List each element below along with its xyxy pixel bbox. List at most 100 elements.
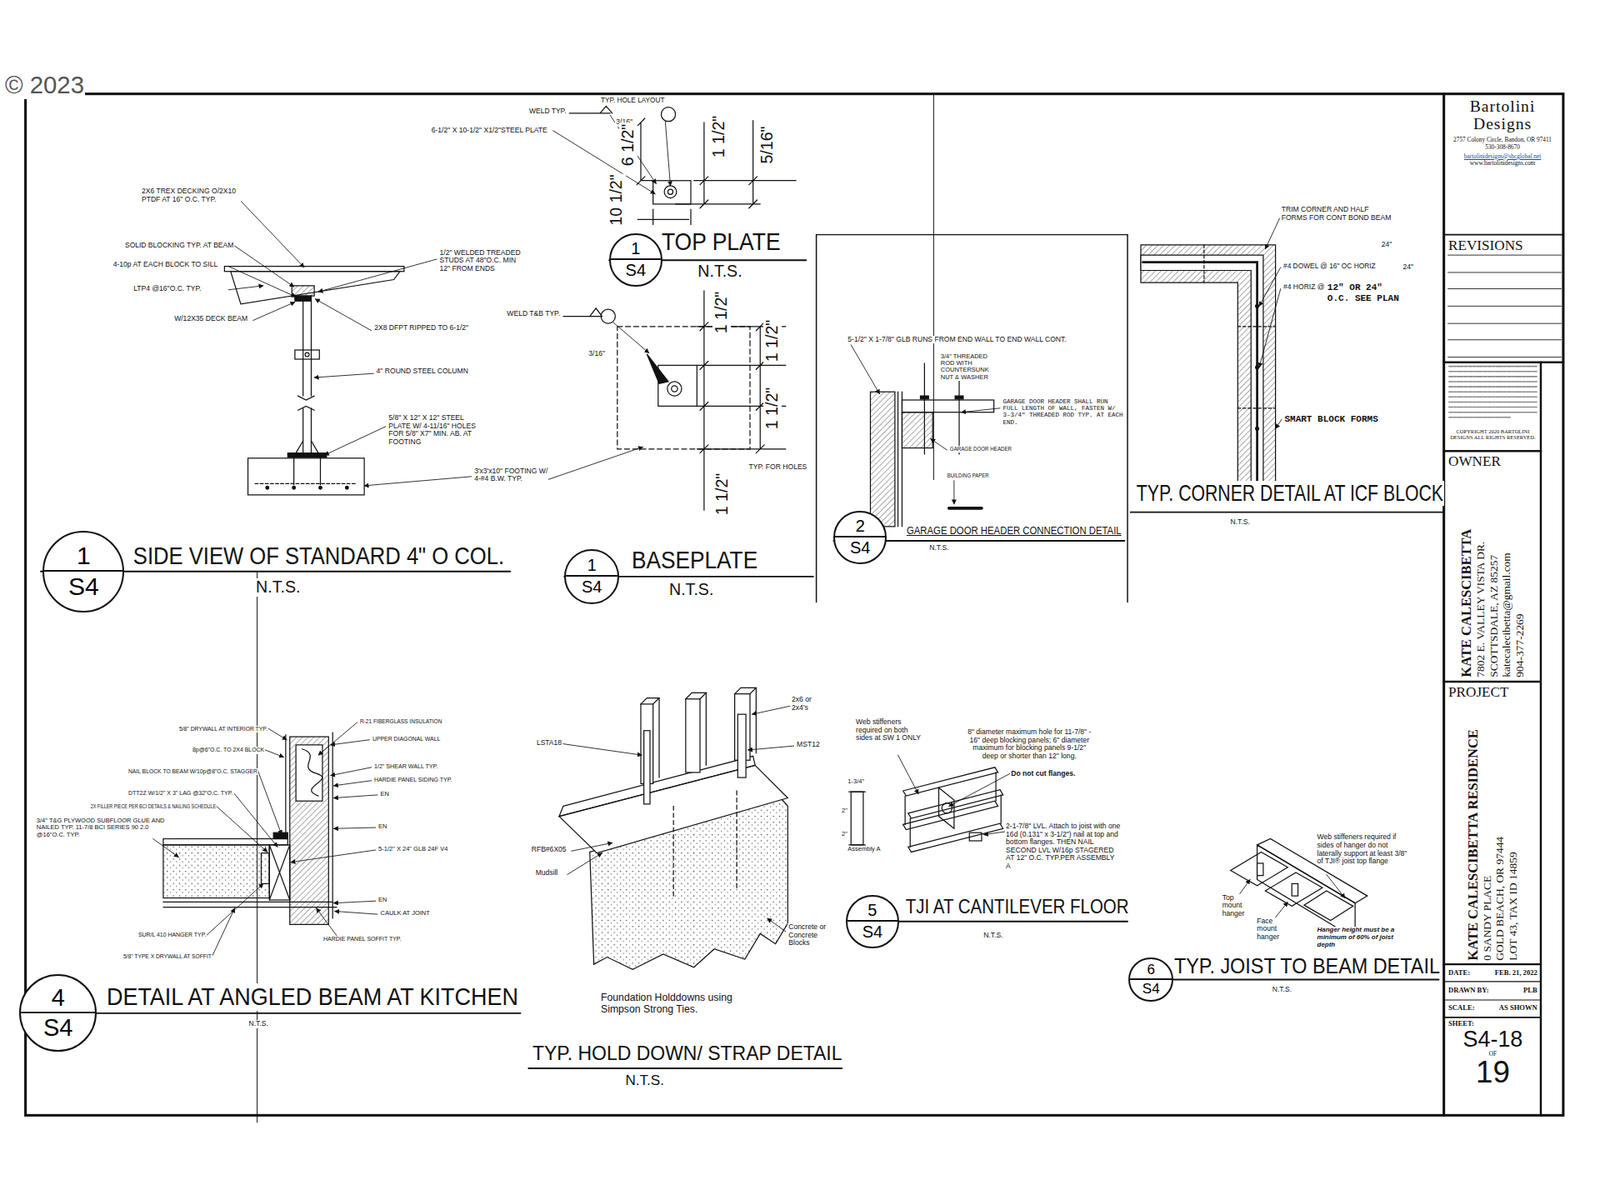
sheet-border — [1444, 360, 1564, 363]
callout-note: EN — [380, 790, 390, 798]
leader-line — [567, 853, 603, 875]
detail-number: 1 — [565, 550, 618, 577]
callout-note: TRIM CORNER AND HALF FORMS FOR CONT BOND… — [1280, 205, 1397, 222]
detail-divider — [20, 94, 1444, 1123]
leader-line — [548, 446, 644, 480]
leader-line — [205, 883, 264, 935]
box-text: S4-18 — [1448, 1028, 1538, 1051]
detail-title: TJI AT CANTILEVER FLOOR — [905, 895, 1130, 918]
leader-line — [333, 827, 375, 829]
watermark: © 2023 — [4, 71, 85, 100]
baseplate-detail — [646, 354, 669, 385]
angled-beam-detail — [332, 732, 334, 919]
angled-beam-detail — [273, 832, 288, 839]
callout-note: 8" diameter maximum hole for 11-7/8" - 1… — [963, 728, 1096, 760]
callout-note: W/12X35 DECK BEAM — [173, 315, 249, 324]
icf-corner-detail — [1204, 245, 1276, 409]
leader-line — [265, 750, 284, 758]
leader-line — [314, 373, 374, 378]
leader-line — [553, 130, 655, 195]
leader-line — [253, 301, 295, 320]
callout-note: 3/4" T&G PLYWOOD SUBFLOOR GLUE AND NAILE… — [35, 817, 175, 839]
column-detail — [295, 295, 312, 301]
dimension-text: 1 1/2" — [712, 290, 731, 335]
callout-note: 5-1/2" X 1-7/8" GLB RUNS FROM END WALL T… — [846, 335, 1067, 345]
detail-callout: 5S4 — [845, 895, 900, 949]
leader-line — [333, 780, 371, 786]
callout-note: Mudsill — [535, 869, 560, 878]
joist-hanger-detail — [1265, 872, 1323, 906]
detail-divider — [20, 260, 1444, 1069]
detail-callout: 4S4 — [19, 974, 97, 1052]
sheet-border — [1442, 94, 1445, 1116]
baseplate-detail — [696, 290, 786, 510]
callout-note: SMART BLOCK FORMS — [1283, 414, 1379, 425]
leader-line — [268, 728, 287, 740]
garage-header-detail — [949, 506, 982, 510]
copyright-note: COPYRIGHT 2020 BARTOLINI DESIGNS ALL RIG… — [1445, 427, 1540, 450]
leader-line — [153, 839, 180, 858]
leader-line — [1275, 901, 1289, 917]
fine-print-lines — [1449, 366, 1537, 418]
callout-note: GARAGE DOOR HEADER — [949, 445, 1013, 453]
leader-line — [316, 908, 337, 936]
detail-number: 6 — [1130, 959, 1172, 980]
box-text: 19 — [1448, 1057, 1538, 1089]
column-detail — [255, 483, 357, 485]
callout-note: Foundation Holddowns using Simpson Stron… — [600, 992, 755, 1015]
leader-line — [318, 259, 437, 292]
callout-note: 8p@6"O.C. TO 2X4 BLOCK — [191, 746, 265, 754]
angled-beam-detail — [301, 749, 322, 796]
callout-note: TYP. FOR HOLES — [748, 463, 809, 472]
sheet-border — [1444, 963, 1541, 965]
leader-line — [235, 245, 295, 287]
callout-note: Assembly A — [846, 845, 881, 853]
leader-line — [335, 910, 378, 915]
top-plate-detail — [653, 180, 691, 205]
dimension-text: 1 1/2" — [763, 386, 782, 431]
sheet-reference: S4 — [835, 537, 885, 563]
baseplate-detail — [658, 365, 698, 406]
column-detail — [224, 266, 405, 495]
dimension-text: 1 1/2" — [763, 319, 782, 364]
detail-callout: 1S4 — [609, 233, 663, 287]
detail-number: 2 — [835, 512, 885, 538]
icf-corner-detail — [1255, 365, 1260, 370]
detail-title: TYP. JOIST TO BEAM DETAIL — [1173, 954, 1441, 979]
angled-beam-detail — [163, 901, 337, 907]
box-heading: Bartolini Designs — [1448, 98, 1557, 133]
icf-corner-detail — [1255, 304, 1260, 308]
garage-header-detail — [924, 363, 925, 455]
leader-line — [233, 792, 278, 847]
top-plate-detail — [569, 105, 612, 114]
drawing-sheet — [20, 94, 1563, 1123]
leader-line — [330, 740, 370, 745]
tji-cantilever-detail — [850, 791, 864, 845]
column-detail — [345, 485, 349, 490]
box-text: KATE CALESCIBETTA RESIDENCE — [1465, 710, 1482, 960]
dimension-text: 5/16" — [758, 125, 777, 165]
baseplate-detail — [667, 381, 682, 396]
callout-note: 2" — [840, 830, 849, 838]
leader-line — [850, 345, 880, 395]
leader-line — [228, 266, 296, 298]
leader-line — [1326, 874, 1345, 898]
top-plate-detail — [569, 105, 796, 225]
callout-note: CAULK AT JOINT — [380, 910, 431, 917]
box-heading: REVISIONS — [1448, 237, 1559, 255]
callout-note: NAIL BLOCK TO BEAM W/10p@8"O.C. STAGGER — [127, 768, 259, 775]
detail-divider — [933, 94, 935, 480]
detail-number: 5 — [847, 896, 898, 922]
column-detail — [298, 395, 315, 410]
tji-cantilever-detail — [939, 787, 955, 829]
leader-line — [318, 722, 358, 755]
sheet-reference: S4 — [1130, 980, 1172, 1001]
sheet-border — [1444, 234, 1564, 236]
sheet-border — [1444, 450, 1541, 452]
callout-note: Face mount hanger — [1255, 917, 1293, 942]
callout-note: SUR/L 410 HANGER TYP. — [137, 931, 207, 939]
callout-note: Web stiffeners required if sides of hang… — [1316, 833, 1409, 865]
angled-beam-detail — [269, 845, 290, 900]
icf-corner-detail — [1140, 245, 1276, 505]
